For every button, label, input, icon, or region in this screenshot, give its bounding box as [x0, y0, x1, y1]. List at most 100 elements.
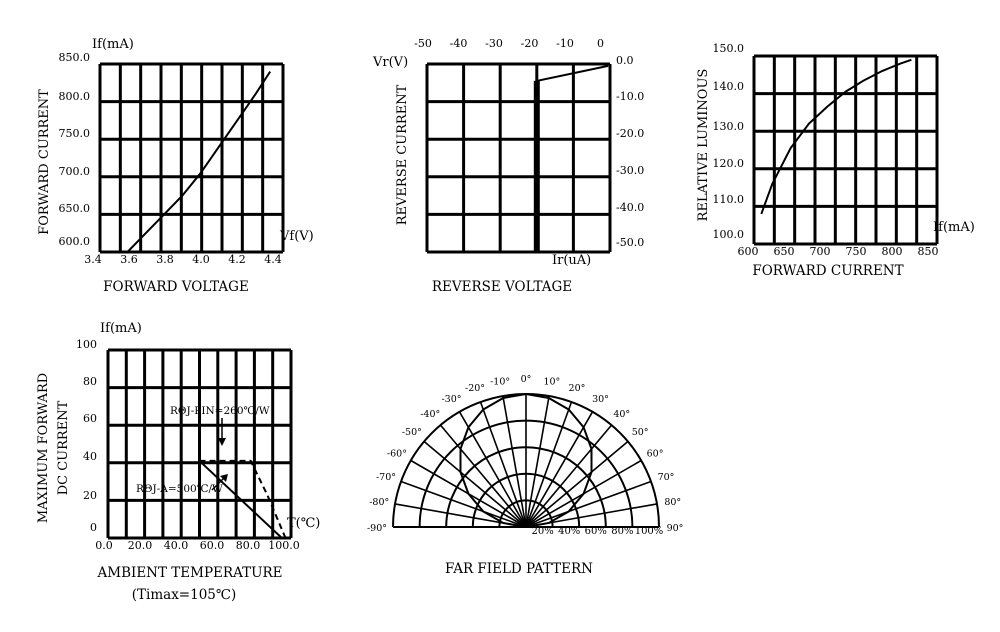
angle-label: 30° [592, 394, 609, 405]
y-tick-label: 110.0 [713, 193, 745, 206]
annotation-arrowhead [218, 438, 226, 446]
at-x-unit: T(℃) [287, 516, 320, 531]
series-line [760, 58, 912, 215]
x-tick-label: 3.6 [120, 253, 138, 266]
angle-label: -40° [420, 409, 440, 420]
polar-spoke [525, 411, 594, 528]
x-tick-label: -50 [414, 37, 432, 50]
far-field-chart: -90° -80° -70° -60° -50° -40°-30° -20° -10° 0° 10… [367, 374, 683, 537]
angle-label: -30° [441, 394, 461, 405]
x-tick-label: -10 [556, 37, 574, 50]
x-tick-label: -20 [521, 37, 539, 50]
x-tick-label: 600 [738, 245, 759, 258]
radial-label: 100% [635, 526, 664, 537]
x-tick-label: 3.4 [84, 253, 102, 266]
angle-label: 0° [521, 374, 532, 385]
y-tick-label: 150.0 [713, 42, 745, 55]
at-y-unit: If(mA) [100, 321, 142, 336]
angle-label: -50° [402, 427, 422, 438]
radial-label: 60% [585, 526, 607, 537]
angle-label: -60° [387, 449, 407, 460]
at-ylabel-line1: MAXIMUM FORWARD [36, 373, 51, 523]
forward-voltage-chart: 3.4 3.6 3.8 4.0 4.2 4.4 600.0 650.0 700.0 750.0 80… [59, 51, 285, 266]
angle-label: 90° [667, 523, 684, 534]
y-tick-label: -50.0 [616, 236, 644, 249]
y-tick-label: 20 [83, 489, 97, 502]
angle-label: 10° [543, 376, 560, 387]
x-tick-label: 40.0 [164, 539, 189, 552]
x-tick-label: 60.0 [200, 539, 225, 552]
angle-label: -20° [465, 383, 485, 394]
polar-spoke [439, 424, 527, 528]
y-tick-label: -30.0 [616, 164, 644, 177]
x-tick-label: 0 [597, 37, 604, 50]
radial-label: 20% [531, 526, 553, 537]
x-tick-label: 700 [810, 245, 831, 258]
at-subtitle: (Timax=105℃) [132, 587, 237, 603]
y-tick-label: -20.0 [616, 127, 644, 140]
x-tick-label: 80.0 [236, 539, 261, 552]
polar-spoke [502, 395, 527, 528]
y-tick-label: 100 [76, 338, 97, 351]
x-tick-label: 4.2 [228, 253, 246, 266]
x-tick-label: 4.0 [192, 253, 210, 266]
x-tick-label: 650 [774, 245, 795, 258]
annotation-label: RΘJ-PIN=260℃/W [170, 405, 270, 417]
y-tick-label: 80 [83, 375, 97, 388]
rv-y-unit: Vr(V) [372, 55, 408, 70]
x-tick-label: 0.0 [95, 539, 113, 552]
y-tick-label: -10.0 [616, 90, 644, 103]
ff-title: FAR FIELD PATTERN [445, 561, 593, 577]
x-tick-label: -40 [450, 37, 468, 50]
polar-spoke [479, 401, 527, 528]
y-tick-label: 100.0 [713, 228, 745, 241]
x-tick-label: 4.4 [264, 253, 282, 266]
series-line-dashed [199, 459, 287, 539]
fv-title: FORWARD VOLTAGE [103, 279, 249, 295]
radial-label: 80% [611, 526, 633, 537]
polar-spoke [525, 424, 613, 528]
angle-label: 20° [569, 383, 586, 394]
y-tick-label: 60 [83, 412, 97, 425]
angle-label: 40° [613, 409, 630, 420]
rv-x-unit: Ir(uA) [552, 253, 591, 268]
angle-label: -90° [367, 523, 387, 534]
y-tick-label: 850.0 [59, 51, 91, 64]
angle-label: 60° [647, 449, 664, 460]
polar-spoke [423, 440, 527, 528]
polar-spoke [525, 401, 573, 528]
annotation-arrowhead [220, 474, 228, 482]
angle-label: 80° [664, 497, 681, 508]
angle-label: -70° [376, 472, 396, 483]
polar-spoke [525, 395, 550, 528]
angle-label: -80° [369, 497, 389, 508]
annotation-label: RΘJ-A=500℃/W [136, 483, 223, 495]
rv-ylabel: REVERSE CURRENT [395, 84, 410, 225]
fc-x-unit: If(mA) [933, 220, 975, 235]
y-tick-label: 120.0 [713, 157, 745, 170]
y-tick-label: 750.0 [59, 127, 91, 140]
intensity-curve [459, 392, 593, 528]
fv-x-unit: Vf(V) [279, 229, 314, 244]
rv-title: REVERSE VOLTAGE [432, 279, 572, 295]
polar-spoke [400, 480, 527, 528]
y-tick-label: 800.0 [59, 90, 91, 103]
x-tick-label: 20.0 [128, 539, 153, 552]
x-tick-label: -30 [485, 37, 503, 50]
y-tick-label: 0 [90, 521, 97, 534]
polar-spoke [458, 411, 527, 528]
angle-label: 50° [632, 427, 649, 438]
x-tick-label: 3.8 [156, 253, 174, 266]
fc-title: FORWARD CURRENT [752, 263, 903, 279]
y-tick-label: 600.0 [59, 235, 91, 248]
y-tick-label: 700.0 [59, 165, 91, 178]
angle-label: -10° [490, 376, 510, 387]
fc-ylabel: RELATIVE LUMINOUS [696, 69, 711, 222]
fv-y-unit: If(mA) [92, 37, 134, 52]
y-tick-label: 650.0 [59, 202, 91, 215]
series-line [126, 70, 272, 253]
series-line [198, 460, 283, 539]
y-tick-label: -40.0 [616, 201, 644, 214]
x-tick-label: 850 [918, 245, 939, 258]
